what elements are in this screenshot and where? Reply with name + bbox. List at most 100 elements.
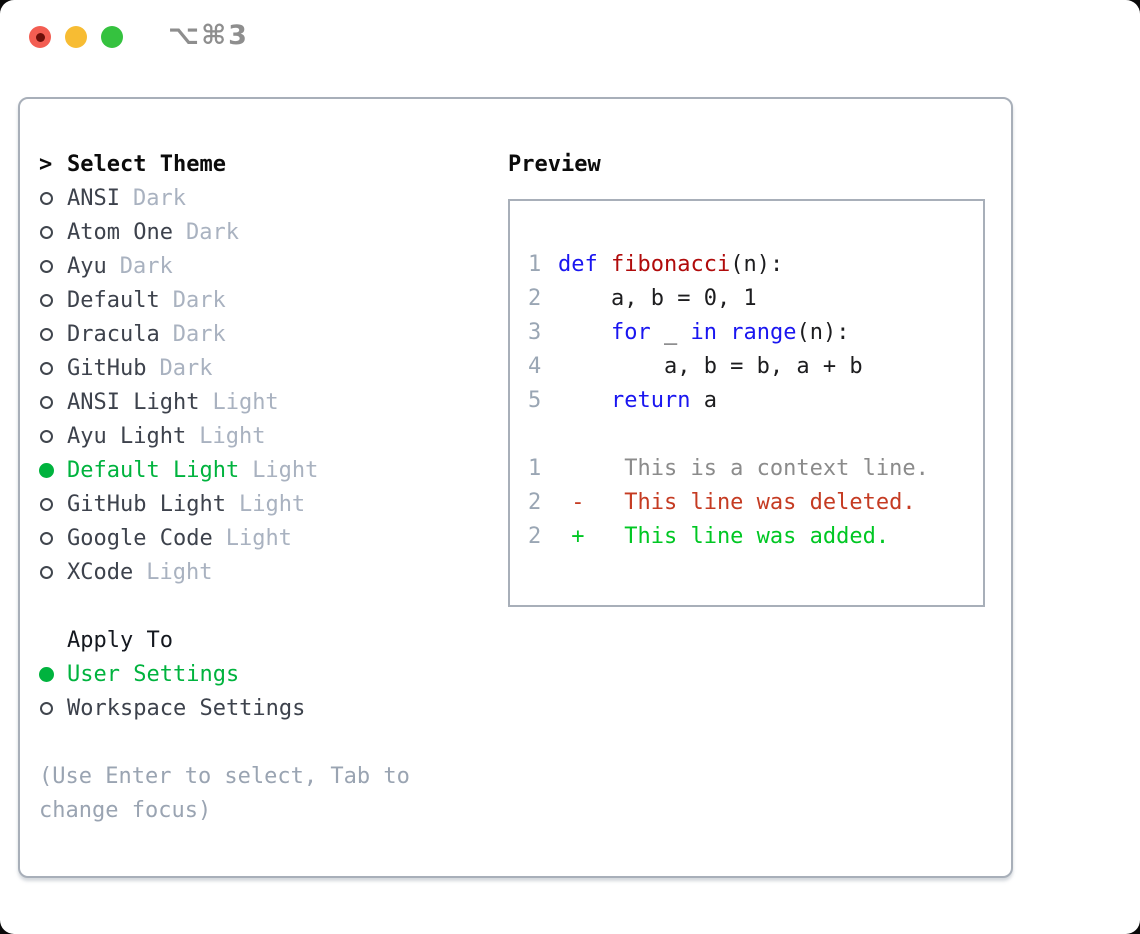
code-segment-kw: return [610,387,691,413]
radio-marker [39,191,67,205]
code-segment-kw: for [610,319,651,345]
theme-option-atom-one[interactable]: Atom One Dark [39,215,500,249]
radio-unselected-icon [40,531,53,545]
minimize-button[interactable] [65,26,87,48]
radio-unselected-icon [40,701,53,715]
theme-option-label: Default Light [67,457,240,483]
apply-option-workspace-settings[interactable]: Workspace Settings [39,691,500,725]
preview-header: Preview [508,147,1011,181]
radio-marker [39,225,67,239]
close-button-dot-icon [35,32,45,42]
theme-variant-tag: Dark [119,253,173,279]
preview-line: 2 - This line was deleted. [528,485,983,519]
spacer-row [39,589,500,623]
theme-variant-tag: Light [199,423,266,449]
line-number: 4 [528,353,542,379]
theme-variant-tag: Light [225,525,292,551]
apply-option-user-settings[interactable]: User Settings [39,657,500,691]
line-number: 3 [528,319,542,345]
preview-line: 2 a, b = 0, 1 [528,281,983,315]
radio-unselected-icon [40,293,53,307]
radio-unselected-icon [40,565,53,579]
theme-option-label: Atom One [67,219,173,245]
preview-title: Preview [508,151,601,177]
theme-option-label: Google Code [67,525,213,551]
radio-unselected-icon [40,361,53,375]
theme-variant-tag: Dark [185,219,239,245]
theme-variant-tag: Dark [159,355,213,381]
theme-option-label: Default [67,287,160,313]
radio-marker [39,666,67,682]
line-number: 1 [528,455,542,481]
apply-to-header: Apply To [39,623,500,657]
line-number: 2 [528,489,542,515]
theme-option-label: ANSI Light [67,389,200,415]
theme-variant-tag: Light [252,457,319,483]
code-segment-del: - This line was deleted. [558,489,916,515]
theme-option-default-light[interactable]: Default Light Light [39,453,500,487]
radio-marker [39,327,67,341]
code-segment-ctx: This is a context line. [558,455,929,481]
code-segment-fn: fibonacci [610,251,731,277]
radio-marker [39,462,67,478]
select-theme-header: > Select Theme [39,147,500,181]
code-segment-plain: (n): [730,251,784,277]
code-segment-plain: (n): [796,319,850,345]
radio-unselected-icon [40,225,53,239]
theme-option-label: ANSI [67,185,120,211]
code-segment-kw: in [690,319,717,345]
preview-line [528,417,983,451]
radio-marker [39,361,67,375]
radio-marker [39,259,67,273]
theme-option-xcode[interactable]: XCode Light [39,555,500,589]
radio-unselected-icon [40,497,53,511]
code-segment-kw: range [730,319,797,345]
line-number: 2 [528,523,542,549]
code-segment-plain: _ [650,319,691,345]
help-text-line-2: change focus) [39,797,212,823]
code-segment-plain: a [690,387,717,413]
preview-line: 2 + This line was added. [528,519,983,553]
radio-marker [39,395,67,409]
maximize-button[interactable] [101,26,123,48]
apply-to-title: Apply To [67,627,173,653]
theme-variant-tag: Light [146,559,213,585]
apply-option-label: Workspace Settings [67,695,306,721]
radio-marker [39,429,67,443]
radio-marker [39,701,67,715]
theme-option-google-code[interactable]: Google Code Light [39,521,500,555]
radio-unselected-icon [40,429,53,443]
preview-line: 5 return a [528,383,983,417]
theme-option-label: Ayu Light [67,423,187,449]
code-segment-plain: a, b = 0, 1 [558,285,757,311]
radio-selected-icon [39,666,54,682]
code-segment-plain [717,320,730,345]
select-theme-title: Select Theme [67,151,226,177]
code-segment-plain [558,320,611,345]
code-segment-plain: a, b = b, a + b [558,353,863,379]
spacer-row [39,725,500,759]
close-button[interactable] [29,26,51,48]
radio-unselected-icon [40,191,53,205]
theme-option-ayu-light[interactable]: Ayu Light Light [39,419,500,453]
window-title: ⌥⌘3 [168,20,249,51]
radio-unselected-icon [40,395,53,409]
theme-option-label: XCode [67,559,134,585]
code-segment-add: + This line was added. [558,523,890,549]
radio-unselected-icon [40,327,53,341]
